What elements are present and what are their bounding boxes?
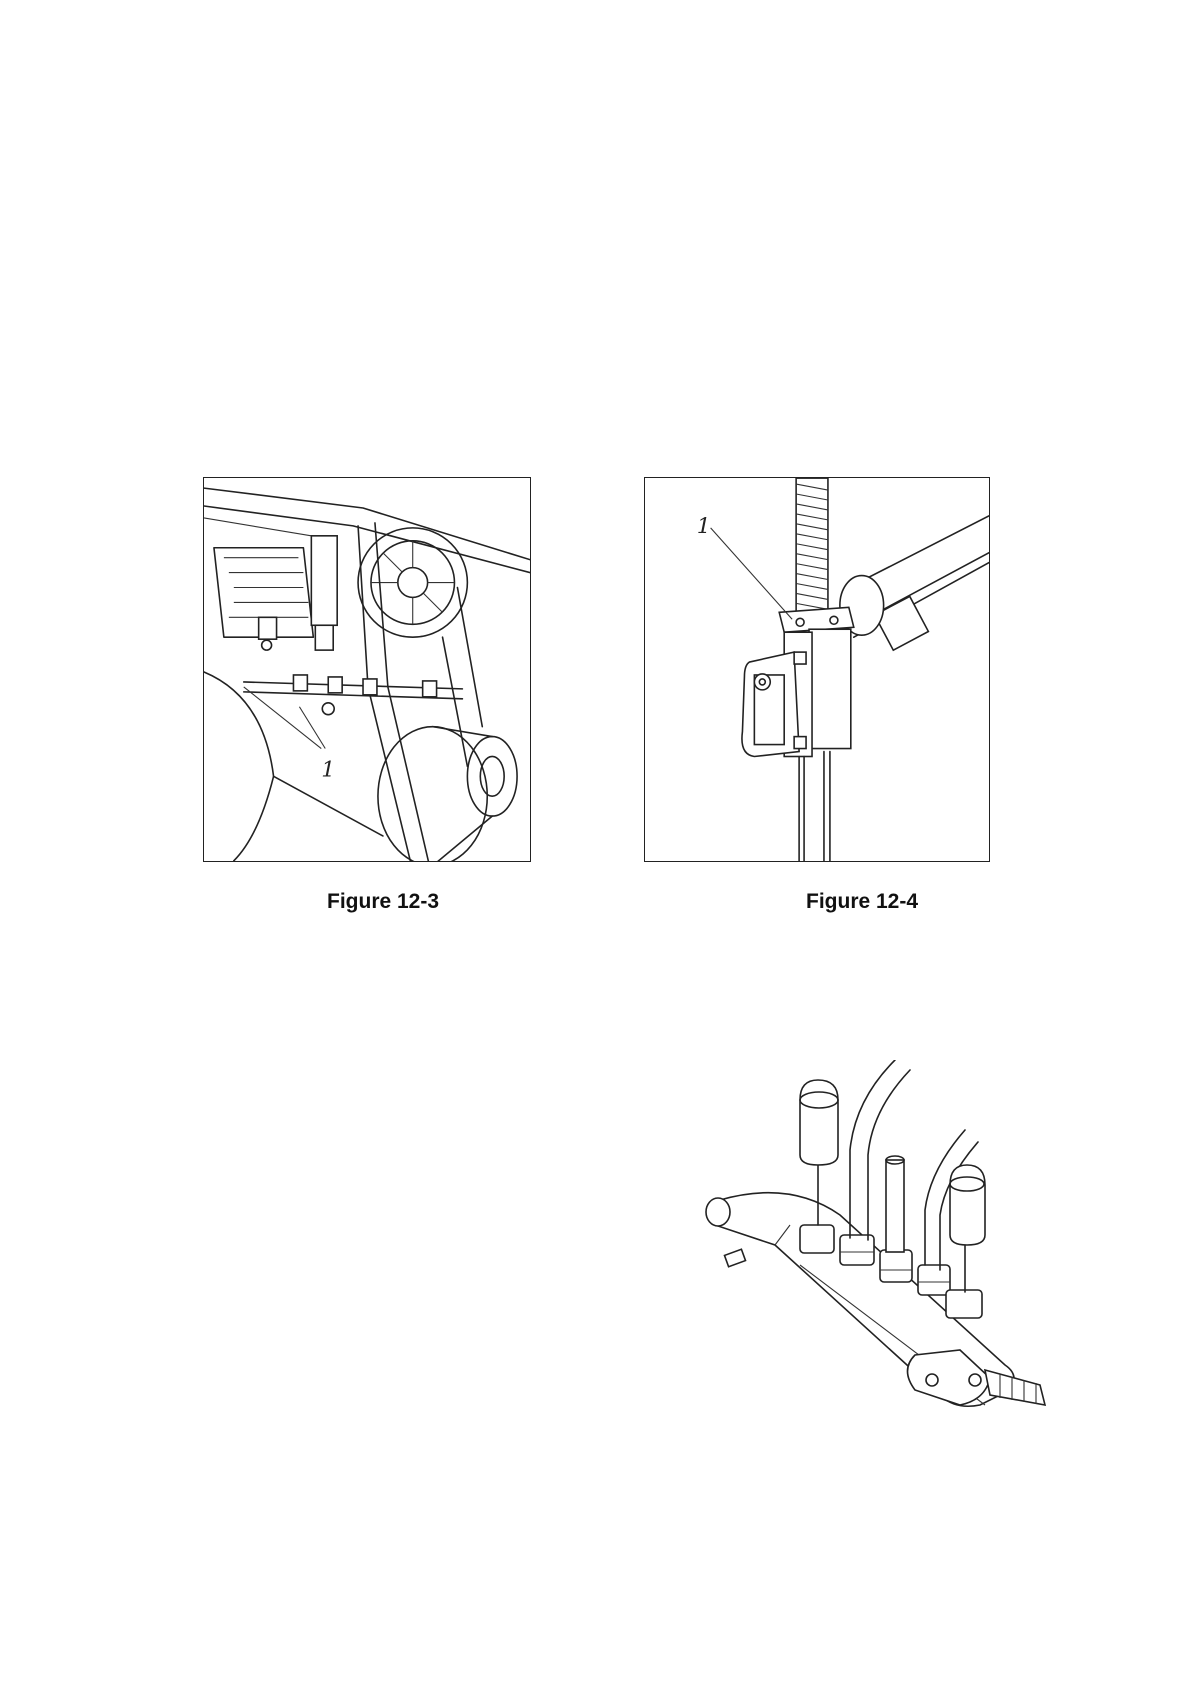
figure-12-4-caption: Figure 12-4 xyxy=(806,890,918,914)
figure-12-3-drawing: 1 xyxy=(203,477,531,862)
callout-1-label: 1 xyxy=(321,757,335,782)
callout-1-label: 1 xyxy=(697,514,711,539)
column-clamp-illustration: 1 xyxy=(645,478,989,861)
belt-drive-illustration: 1 xyxy=(204,478,530,861)
figure-12-3-caption: Figure 12-3 xyxy=(327,890,439,914)
figure-12-4-drawing: 1 xyxy=(644,477,990,862)
manifold-drawing xyxy=(700,1060,1060,1460)
manifold-illustration xyxy=(700,1060,1060,1460)
